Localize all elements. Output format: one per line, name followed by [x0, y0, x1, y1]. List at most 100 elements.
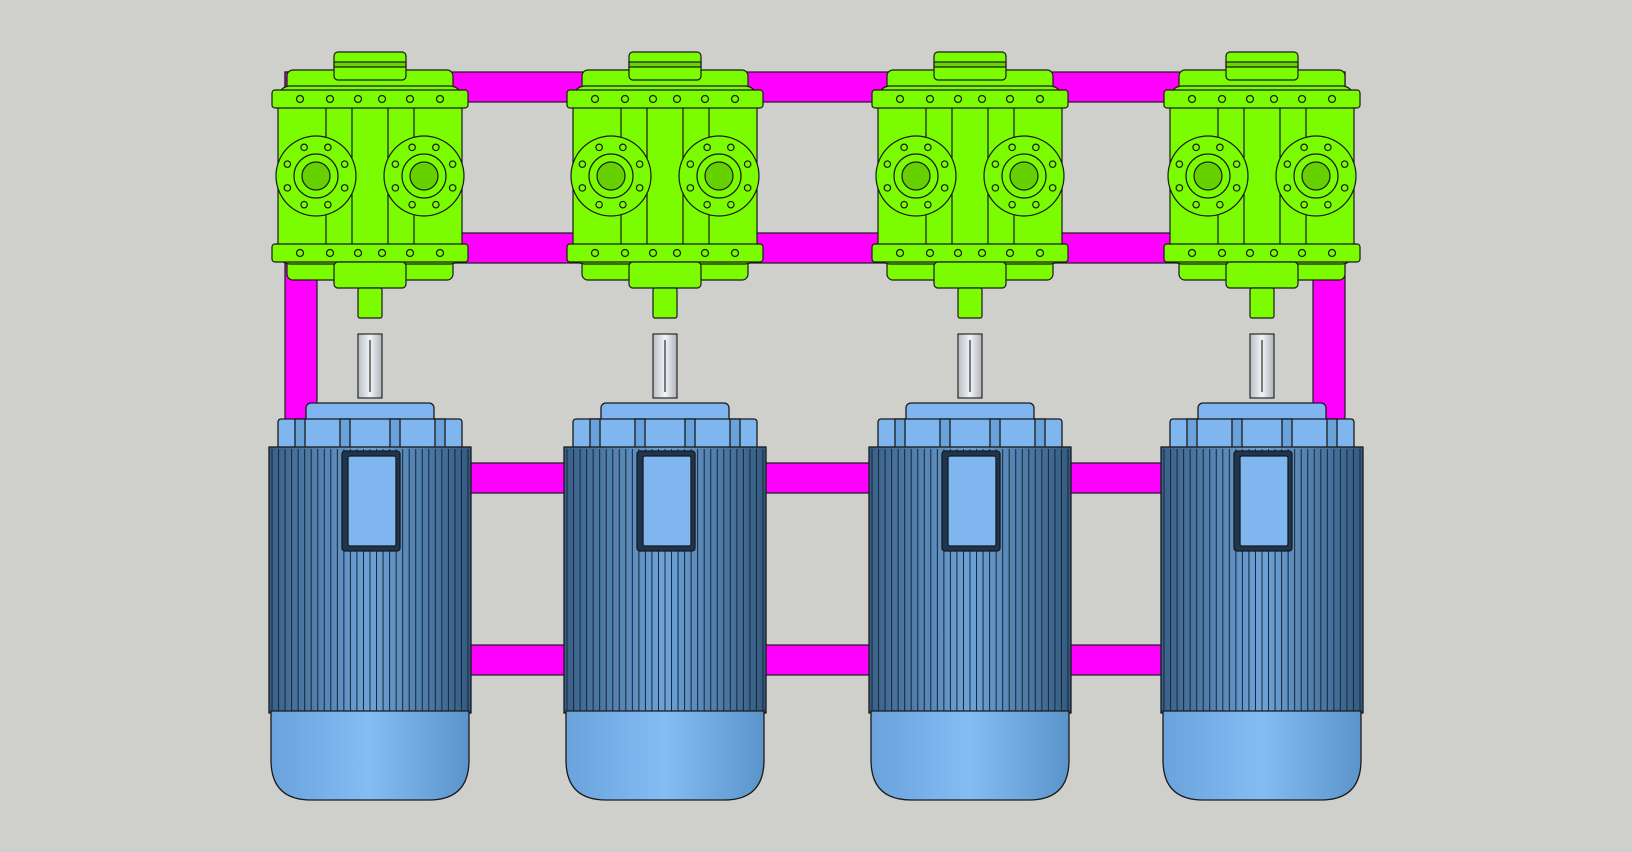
motor-flange-lug: [389, 418, 401, 450]
pump-flange-bolt: [1300, 143, 1308, 152]
pump-flange-bore: [1193, 161, 1223, 191]
pump-bottom-hub: [1225, 261, 1299, 289]
pump-flange-bolt: [448, 160, 457, 168]
pump-flange-bolt: [940, 160, 949, 168]
pump-flange-bolt: [408, 143, 416, 152]
motor-flange-lug: [939, 418, 951, 450]
motor-flange-lug: [294, 418, 306, 450]
pump-flange-bolt: [743, 184, 752, 192]
pump-motor-units: [268, 51, 1364, 801]
pump-flange-bolt: [1175, 184, 1184, 192]
pump-motor-unit[interactable]: [563, 51, 767, 801]
pump-flange-bolt: [324, 200, 332, 209]
pump-unit[interactable]: [871, 51, 1069, 319]
pump-unit[interactable]: [566, 51, 764, 319]
pump-flange-bore: [901, 161, 931, 191]
pump-output-stub: [957, 287, 983, 319]
pump-unit[interactable]: [271, 51, 469, 319]
pump-band-bolt: [1005, 248, 1015, 258]
pump-band-bolt: [700, 248, 710, 258]
pump-flange-bolt: [1283, 184, 1292, 192]
pump-flange-bolt: [408, 200, 416, 209]
electric-motor[interactable]: [563, 402, 767, 801]
pump-band-bolt: [925, 94, 935, 104]
pump-band-bolt: [730, 248, 740, 258]
pump-flange-bolt: [340, 160, 349, 168]
pump-flange-bolt: [595, 143, 603, 152]
pump-flange-bolt: [883, 160, 892, 168]
pump-flange-bolt: [300, 200, 308, 209]
pump-band-bolt: [1035, 248, 1045, 258]
pump-band-bolt: [377, 94, 387, 104]
pump-band-bolt: [435, 94, 445, 104]
pump-motor-unit[interactable]: [1160, 51, 1364, 801]
pump-band-bolt: [295, 94, 305, 104]
pump-band-bolt: [672, 248, 682, 258]
pump-flange-bolt: [1048, 160, 1057, 168]
pump-output-stub: [357, 287, 383, 319]
coupling-shaft: [357, 333, 383, 399]
electric-motor[interactable]: [1160, 402, 1364, 801]
pump-output-stub: [1249, 287, 1275, 319]
pump-band-bolt: [977, 94, 987, 104]
pump-flange-bolt: [283, 184, 292, 192]
pump-band-bolt: [1217, 248, 1227, 258]
pump-flange-bolt: [1324, 200, 1332, 209]
pump-band-bolt: [895, 94, 905, 104]
pump-top-band: [566, 89, 764, 109]
pump-bottom-hub: [333, 261, 407, 289]
pump-band-bolt: [353, 248, 363, 258]
pump-flange-bolt: [340, 184, 349, 192]
pump-flange-bolt: [924, 143, 932, 152]
pump-flange-bolt: [1232, 160, 1241, 168]
pump-flange-bolt: [635, 160, 644, 168]
motor-cooling-fins: [566, 449, 764, 711]
motor-fan-cover: [565, 710, 765, 801]
pump-flange-bolt: [991, 184, 1000, 192]
pump-band-bolt: [1327, 248, 1337, 258]
pump-band-bolt: [620, 94, 630, 104]
electric-motor[interactable]: [868, 402, 1072, 801]
pump-flange-bolt: [578, 160, 587, 168]
pump-flange-bolt: [448, 184, 457, 192]
motor-flange-lug: [729, 418, 741, 450]
pump-flange-bolt: [595, 200, 603, 209]
pump-flange-bolt: [1008, 143, 1016, 152]
motor-cooling-fins: [1163, 449, 1361, 711]
electric-motor[interactable]: [268, 402, 472, 801]
pump-flange-bolt: [1324, 143, 1332, 152]
motor-terminal-cover: [642, 455, 692, 547]
pump-nozzle-band: [1225, 61, 1299, 68]
motor-flange-lug: [989, 418, 1001, 450]
pump-motor-unit[interactable]: [268, 51, 472, 801]
pump-flange-bolt: [578, 184, 587, 192]
pump-output-stub: [652, 287, 678, 319]
pump-unit[interactable]: [1163, 51, 1361, 319]
pump-band-bolt: [977, 248, 987, 258]
motor-fan-cover: [870, 710, 1070, 801]
pump-flange-bolt: [391, 160, 400, 168]
coupling-shaft: [1249, 333, 1275, 399]
motor-flange-lug: [1326, 418, 1338, 450]
pump-band-bolt: [1327, 94, 1337, 104]
pump-band-bolt: [1035, 94, 1045, 104]
pump-band-bolt: [620, 248, 630, 258]
pump-flange-bolt: [1032, 200, 1040, 209]
coupling-shaft: [652, 333, 678, 399]
pump-flange-bore: [1301, 161, 1331, 191]
pump-band-bolt: [730, 94, 740, 104]
motor-flange-lug: [339, 418, 351, 450]
pump-band-bolt: [648, 94, 658, 104]
pump-flange-bolt: [686, 184, 695, 192]
pump-flange-bore: [409, 161, 439, 191]
pump-flange-bolt: [1032, 143, 1040, 152]
pump-top-band: [871, 89, 1069, 109]
pump-motor-unit[interactable]: [868, 51, 1072, 801]
motor-terminal-cover: [347, 455, 397, 547]
pump-band-bolt: [1245, 94, 1255, 104]
pump-flange-bolt: [1048, 184, 1057, 192]
pump-band-bolt: [700, 94, 710, 104]
pump-band-bolt: [325, 248, 335, 258]
pump-band-bolt: [953, 94, 963, 104]
